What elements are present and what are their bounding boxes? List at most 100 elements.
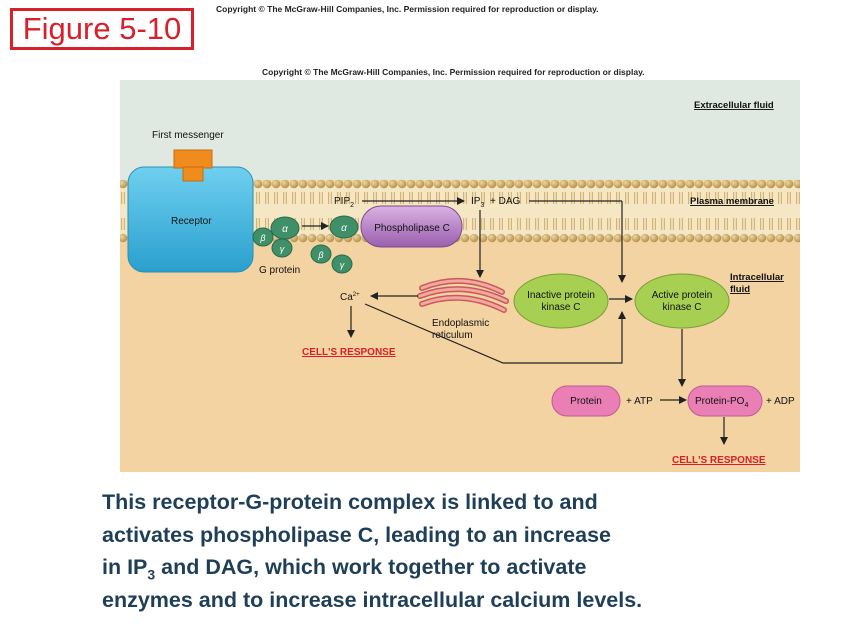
lipid-head: [721, 179, 731, 189]
lipid-head: [586, 233, 596, 243]
lipid-head: [775, 179, 785, 189]
lipid-head: [388, 179, 398, 189]
lipid-head: [640, 179, 650, 189]
alpha-subunit-label-2: α: [341, 223, 347, 234]
lipid-head: [496, 179, 506, 189]
ip3-label: IP3: [471, 196, 484, 209]
lipid-head: [613, 179, 623, 189]
lipid-head: [676, 233, 686, 243]
active-pkc-label-2: kinase C: [663, 302, 702, 313]
lipid-head: [514, 233, 524, 243]
lipid-head: [397, 179, 407, 189]
lipid-head: [496, 233, 506, 243]
lipid-head: [271, 179, 281, 189]
caption: This receptor-G-protein complex is linke…: [102, 486, 842, 616]
dag-label: + DAG: [490, 196, 521, 207]
lipid-head: [550, 179, 560, 189]
lipid-head: [622, 233, 632, 243]
lipid-head: [262, 179, 272, 189]
inactive-protein-kinase-c: [513, 273, 609, 329]
lipid-head: [541, 179, 551, 189]
lipid-head: [739, 233, 749, 243]
lipid-head: [352, 179, 362, 189]
lipid-head: [415, 179, 425, 189]
lipid-head: [649, 233, 659, 243]
gamma-subunit-label: γ: [280, 244, 285, 254]
calcium-to-kinase-arrow: [364, 303, 626, 364]
lipid-head: [577, 233, 587, 243]
cells-response-protein: CELL'S RESPONSE: [672, 455, 766, 466]
lipid-head: [280, 179, 290, 189]
figure-label: Figure 5-10: [10, 8, 194, 50]
lipid-head: [712, 233, 722, 243]
lipid-head: [469, 233, 479, 243]
lipid-head: [505, 179, 515, 189]
alpha-subunit-label: α: [282, 224, 288, 235]
lipid-head: [631, 233, 641, 243]
g-protein-label: G protein: [259, 265, 300, 276]
lipid-head: [289, 179, 299, 189]
g-protein: [252, 215, 359, 274]
endoplasmic-reticulum: [417, 277, 509, 313]
atp-label: + ATP: [626, 396, 653, 407]
lipid-head: [379, 179, 389, 189]
lipid-head: [370, 179, 380, 189]
lipid-head: [532, 233, 542, 243]
lipid-head: [424, 179, 434, 189]
er-label-line2: reticulum: [432, 330, 473, 341]
beta-subunit-label: β: [259, 233, 265, 243]
lipid-head: [469, 179, 479, 189]
lipid-head: [586, 179, 596, 189]
lipid-head: [559, 179, 569, 189]
lipid-head: [523, 233, 533, 243]
beta-subunit-label-2: β: [317, 250, 323, 260]
lipid-head: [604, 233, 614, 243]
lipid-head: [253, 179, 263, 189]
lipid-head: [685, 179, 695, 189]
caption-line-4: enzymes and to increase intracellular ca…: [102, 587, 643, 612]
lipid-head: [595, 233, 605, 243]
lipid-head: [334, 179, 344, 189]
lipid-head: [343, 179, 353, 189]
lipid-head: [694, 179, 704, 189]
intracellular-fluid-label-2: fluid: [730, 284, 750, 295]
active-protein-kinase-c: [634, 273, 730, 329]
lipid-head: [667, 233, 677, 243]
lipid-head: [649, 179, 659, 189]
lipid-head: [712, 179, 722, 189]
lipid-head: [505, 233, 515, 243]
lipid-head: [550, 233, 560, 243]
lipid-head: [325, 233, 335, 243]
caption-line-2: activates phospholipase C, leading to an…: [102, 522, 611, 547]
lipid-head: [433, 179, 443, 189]
lipid-head: [667, 179, 677, 189]
lipid-head: [730, 179, 740, 189]
lipid-head: [352, 233, 362, 243]
receptor-label: Receptor: [171, 216, 212, 227]
lipid-head: [685, 233, 695, 243]
plasma-membrane-label: Plasma membrane: [690, 196, 774, 207]
lipid-head: [595, 179, 605, 189]
lipid-head: [703, 179, 713, 189]
lipid-head: [120, 233, 128, 243]
first-messenger-label: First messenger: [152, 130, 224, 141]
lipid-head: [523, 179, 533, 189]
extracellular-fluid-region: [120, 80, 800, 180]
lipid-head: [766, 233, 776, 243]
lipid-head: [442, 179, 452, 189]
signaling-diagram: α β γ α β γ Phospholipase C PIP2 IP3 + D…: [120, 80, 800, 472]
caption-line-1: This receptor-G-protein complex is linke…: [102, 490, 598, 514]
lipid-head: [541, 233, 551, 243]
cells-response-calcium: CELL'S RESPONSE: [302, 347, 396, 358]
lipid-head: [298, 179, 308, 189]
lipid-head: [784, 179, 794, 189]
lipid-head: [658, 179, 668, 189]
inactive-pkc-label-1: Inactive protein: [527, 290, 595, 301]
lipid-head: [640, 233, 650, 243]
lipid-head: [703, 233, 713, 243]
protein: [551, 385, 621, 417]
lipid-head: [316, 179, 326, 189]
calcium-label: Ca2+: [340, 292, 360, 303]
extracellular-fluid-label: Extracellular fluid: [694, 100, 774, 111]
lipid-head: [325, 179, 335, 189]
